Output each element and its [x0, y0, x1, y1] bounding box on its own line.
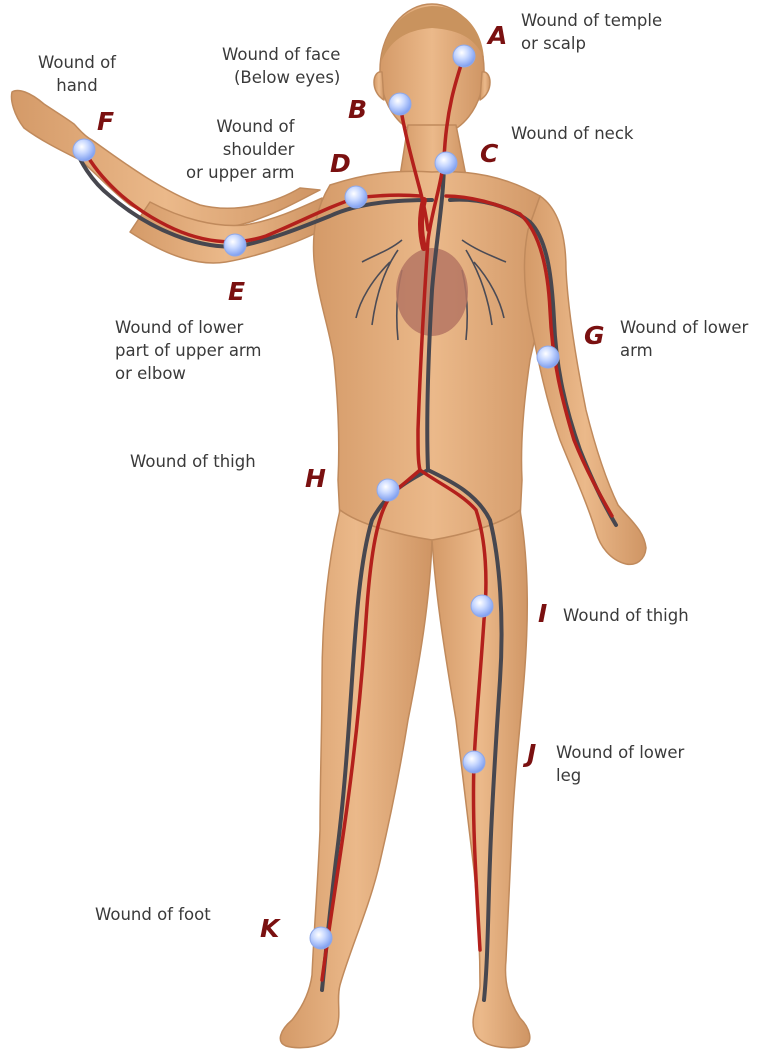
- ear-right: [480, 72, 490, 100]
- letter-j: J: [527, 740, 536, 768]
- body-silhouette: [12, 4, 647, 1048]
- letter-a: A: [488, 22, 507, 50]
- pressure-point-i[interactable]: [471, 595, 493, 617]
- pressure-point-k[interactable]: [310, 927, 332, 949]
- label-j: Wound of lower leg: [556, 741, 684, 787]
- letter-k: K: [260, 915, 279, 943]
- label-k: Wound of foot: [95, 903, 211, 926]
- label-a: Wound of temple or scalp: [521, 9, 662, 55]
- torso: [314, 171, 554, 542]
- label-g: Wound of lower arm: [620, 316, 748, 362]
- label-c: Wound of neck: [511, 122, 633, 145]
- letter-b: B: [348, 96, 367, 124]
- letter-f: F: [97, 108, 114, 136]
- label-d: Wound of shoulder or upper arm: [186, 115, 294, 184]
- letter-g: G: [584, 322, 605, 350]
- label-e: Wound of lower part of upper arm or elbo…: [115, 316, 262, 385]
- pressure-point-c[interactable]: [435, 152, 457, 174]
- pressure-point-e[interactable]: [224, 234, 246, 256]
- pressure-point-f[interactable]: [73, 139, 95, 161]
- letter-c: C: [480, 140, 498, 168]
- pressure-point-b[interactable]: [389, 93, 411, 115]
- pressure-point-g[interactable]: [537, 346, 559, 368]
- label-i: Wound of thigh: [563, 604, 689, 627]
- left-leg: [280, 510, 432, 1048]
- letter-h: H: [305, 465, 326, 493]
- label-f: Wound of hand: [38, 51, 116, 97]
- label-h: Wound of thigh: [130, 450, 256, 473]
- letter-d: D: [330, 150, 351, 178]
- pressure-point-j[interactable]: [463, 751, 485, 773]
- label-b: Wound of face (Below eyes): [222, 43, 340, 89]
- letter-i: I: [538, 600, 547, 628]
- right-leg: [432, 510, 530, 1048]
- pressure-point-d[interactable]: [345, 186, 367, 208]
- ear-left: [374, 72, 384, 100]
- pressure-point-a[interactable]: [453, 45, 475, 67]
- letter-e: E: [228, 278, 245, 306]
- pressure-point-h[interactable]: [377, 479, 399, 501]
